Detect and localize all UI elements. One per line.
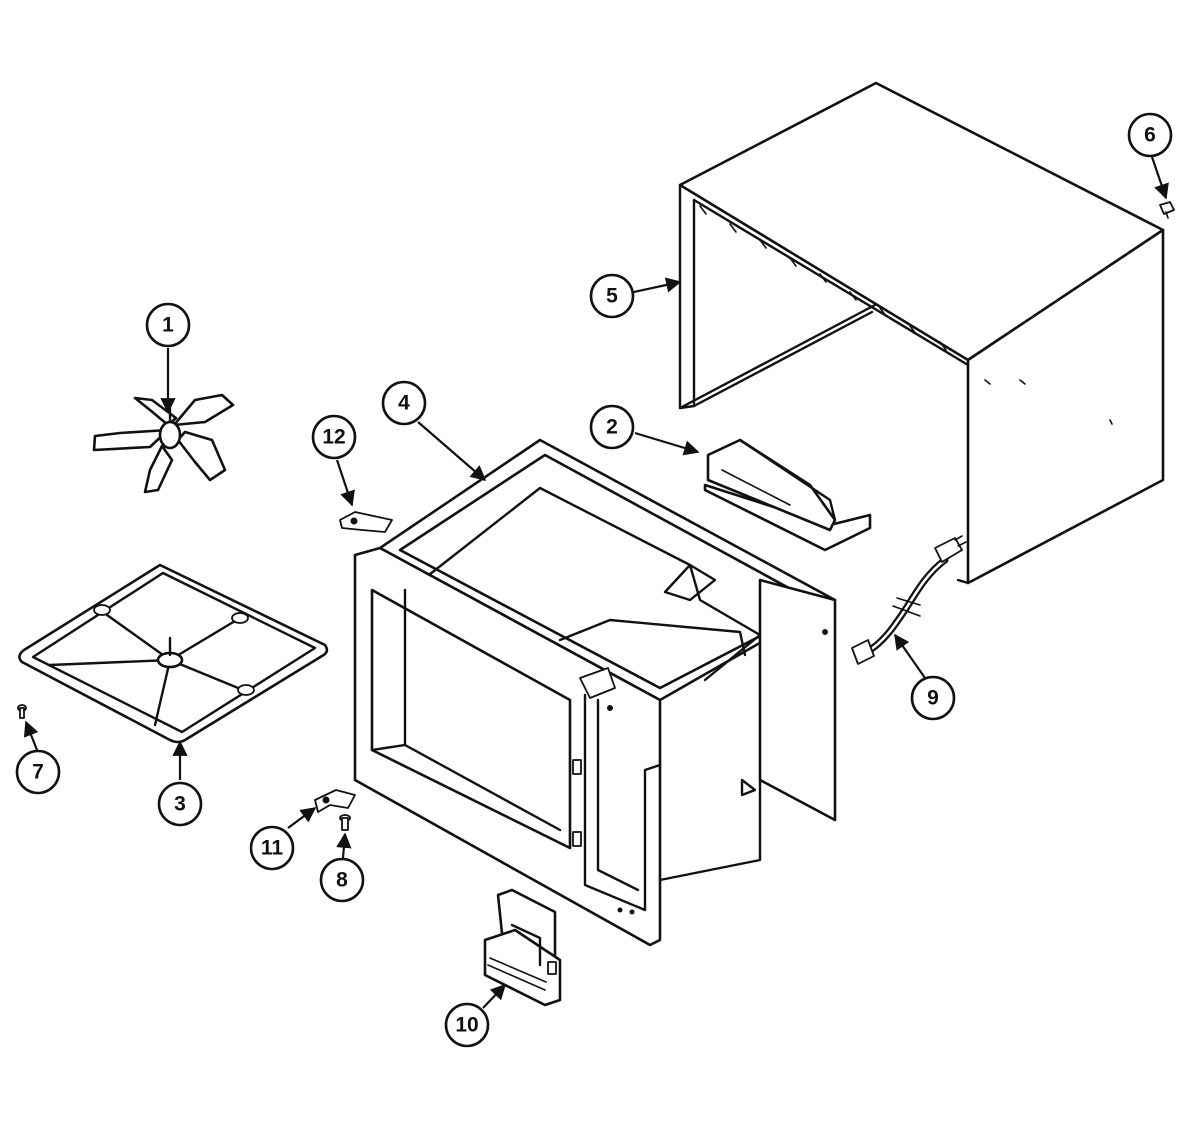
callout-3-label: 3	[174, 793, 186, 816]
air-duct-part	[703, 438, 872, 552]
fan-blade-part	[92, 393, 235, 494]
callout-12: 12	[311, 414, 357, 460]
callout-4-label: 4	[398, 392, 410, 415]
outer-cabinet-part	[678, 81, 1165, 585]
callout-4: 4	[381, 380, 427, 426]
leader-lines	[23, 156, 1169, 1009]
callout-2-label: 2	[606, 416, 618, 439]
power-cord-part	[851, 535, 967, 665]
screw-8-part	[339, 814, 351, 831]
screw-7-part	[17, 704, 27, 719]
callout-12-label: 12	[322, 426, 345, 449]
callout-9-label: 9	[927, 687, 939, 710]
oven-cavity-part	[353, 438, 837, 947]
callout-1: 1	[145, 302, 191, 348]
bracket-11-part	[314, 789, 356, 813]
callout-7-label: 7	[32, 761, 44, 784]
screw-6-part	[1159, 201, 1175, 219]
callout-1-label: 1	[162, 314, 174, 337]
callout-6-label: 6	[1144, 124, 1156, 147]
callout-10-label: 10	[455, 1014, 478, 1037]
callout-11: 11	[249, 825, 295, 871]
latch-bracket-part	[483, 888, 562, 1007]
callout-9: 9	[910, 675, 956, 721]
callout-11-label: 11	[261, 837, 284, 860]
callout-3: 3	[157, 781, 203, 827]
callout-6: 6	[1127, 112, 1173, 158]
callout-2: 2	[589, 404, 635, 450]
callout-5: 5	[589, 273, 635, 319]
bracket-12-part	[339, 511, 393, 533]
callout-10: 10	[444, 1002, 490, 1048]
callout-8: 8	[319, 857, 365, 903]
callout-7: 7	[15, 749, 61, 795]
callout-8-label: 8	[336, 869, 348, 892]
callout-5-label: 5	[606, 285, 618, 308]
stirrer-rack-part	[18, 563, 329, 744]
